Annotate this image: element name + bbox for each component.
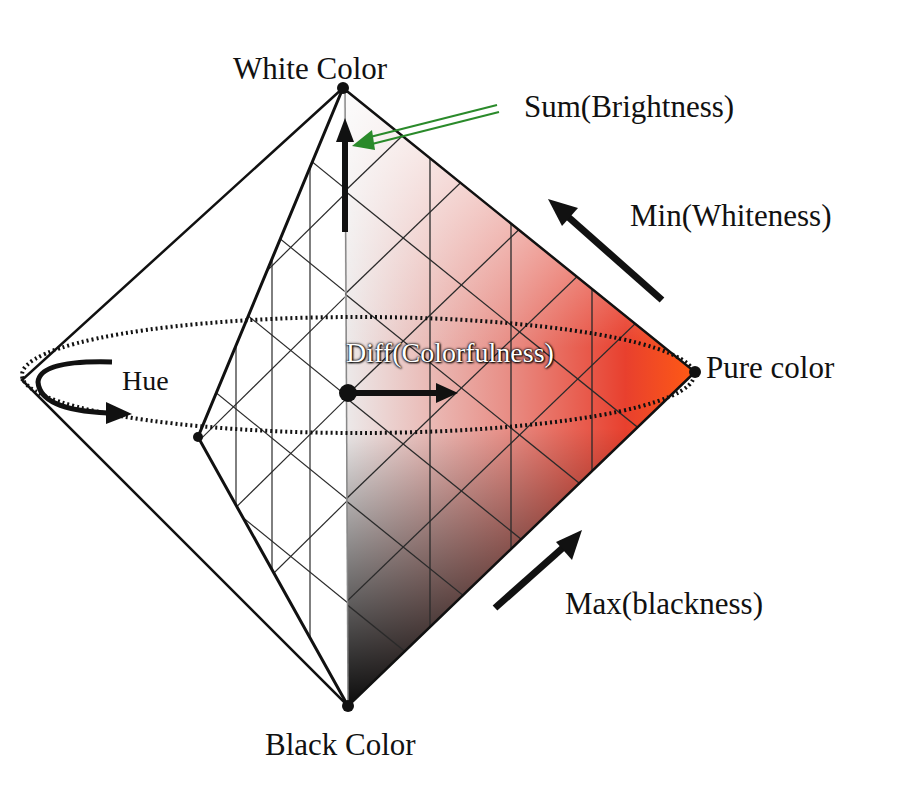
diagram-label: Pure color [706, 350, 834, 385]
diagram-label: Black Color [265, 727, 416, 762]
axis-arrow [336, 118, 354, 232]
diagram-label: Diff(Colorfulness) [346, 337, 554, 368]
label-holder: Sum(Brightness) [524, 88, 734, 125]
diagram-label: Min(Whiteness) [630, 198, 831, 233]
label-holder: Hue [122, 364, 169, 398]
diagram-label: White Color [233, 51, 387, 86]
diagram-label: Max(blackness) [565, 586, 763, 621]
colorfulness-arrow [348, 383, 458, 403]
diagram-label: Hue [122, 365, 169, 396]
brightness-pointer [352, 105, 499, 150]
label-holder: Pure color [706, 349, 834, 386]
label-holder: Min(Whiteness) [630, 197, 831, 234]
label-holder: Diff(Colorfulness) [346, 336, 554, 370]
color-mesh [345, 0, 745, 798]
diagram-label: Sum(Brightness) [524, 89, 734, 124]
label-holder: Black Color [265, 726, 416, 763]
label-holder: White Color [233, 50, 387, 87]
hue-arrow [38, 362, 132, 424]
label-holder: Max(blackness) [565, 585, 763, 622]
grey-mesh [150, 0, 348, 798]
